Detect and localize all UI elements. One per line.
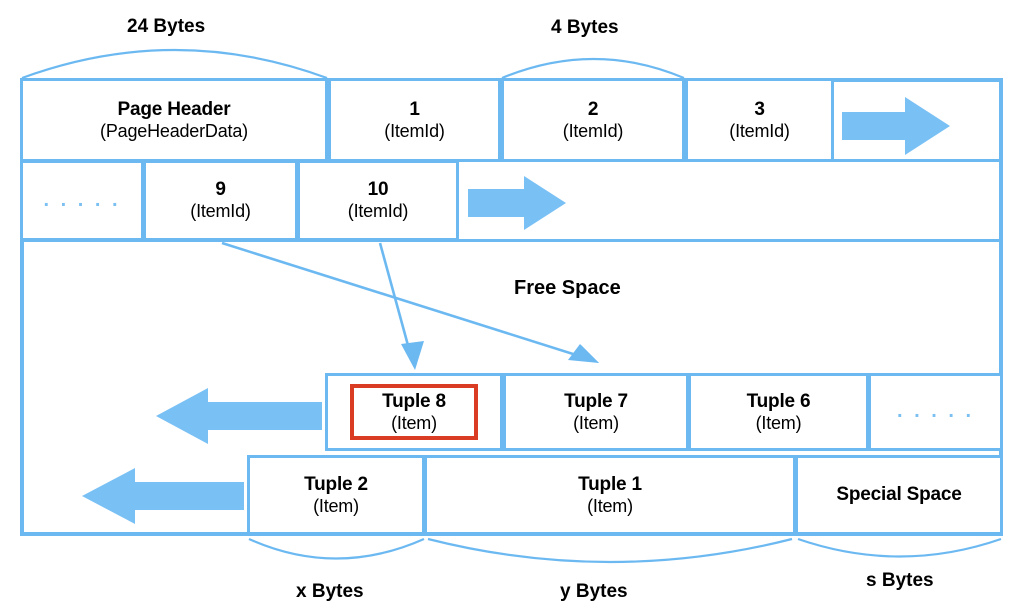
brace-s-bytes [797, 537, 1002, 558]
label-y-bytes: y Bytes [560, 581, 628, 602]
tuple-1-title: Tuple 1 [578, 473, 642, 495]
cell-tuple-7[interactable]: Tuple 7 (Item) [503, 373, 689, 451]
itemid-2-title: 2 [587, 98, 599, 120]
itemid-3-subtitle: (ItemId) [729, 120, 790, 141]
tuple-7-subtitle: (Item) [573, 412, 619, 433]
tuple-6-title: Tuple 6 [746, 390, 811, 412]
itemid-10-subtitle: (ItemId) [347, 201, 409, 222]
cell-itemid-1[interactable]: 1 (ItemId) [328, 78, 501, 162]
tuple-7-title: Tuple 7 [564, 390, 628, 412]
cell-itemid-2[interactable]: 2 (ItemId) [501, 78, 685, 162]
brace-x-bytes [248, 537, 425, 560]
brace-4-bytes [501, 57, 685, 80]
tuple-8-subtitle: (Item) [391, 412, 437, 433]
cell-tuple-1[interactable]: Tuple 1 (Item) [424, 455, 796, 535]
tuple-6-subtitle: (Item) [755, 412, 802, 433]
label-s-bytes: s Bytes [866, 570, 934, 591]
itemid-10-title: 10 [367, 179, 389, 201]
cell-itemid-10[interactable]: 10 (ItemId) [297, 160, 459, 241]
page-header-title: Page Header [117, 98, 231, 120]
itemid-9-subtitle: (ItemId) [190, 201, 251, 222]
cell-tuple-8-outer[interactable]: Tuple 8 (Item) [325, 373, 503, 451]
right-arrow-itemid-row [468, 176, 566, 230]
itemid-2-subtitle: (ItemId) [562, 120, 624, 141]
brace-y-bytes [427, 537, 793, 564]
cell-tuple-2[interactable]: Tuple 2 (Item) [247, 455, 425, 535]
right-arrow-header-row [842, 97, 950, 155]
pointer-itemid10-to-tuple8 [378, 242, 424, 370]
tuple-8-title: Tuple 8 [382, 390, 446, 412]
brace-24-bytes [21, 48, 328, 80]
cell-itemid-ellipsis: . . . . . [20, 160, 144, 241]
itemid-9-title: 9 [215, 179, 226, 201]
label-4-bytes: 4 Bytes [551, 17, 619, 38]
left-arrow-tuple-row-upper [156, 388, 322, 444]
cell-special-space[interactable]: Special Space [795, 455, 1003, 535]
itemid-1-subtitle: (ItemId) [384, 120, 445, 141]
label-24-bytes: 24 Bytes [127, 16, 206, 37]
cell-tuple-6[interactable]: Tuple 6 (Item) [688, 373, 869, 451]
ellipsis-tuple: . . . . . [896, 400, 974, 423]
itemid-3-title: 3 [754, 98, 765, 120]
tuple-1-subtitle: (Item) [587, 495, 633, 516]
cell-tuple-8-highlight[interactable]: Tuple 8 (Item) [350, 384, 478, 440]
cell-itemid-3[interactable]: 3 (ItemId) [685, 78, 834, 162]
cell-itemid-9[interactable]: 9 (ItemId) [143, 160, 298, 241]
tuple-2-subtitle: (Item) [313, 495, 359, 516]
ellipsis-itemid: . . . . . [43, 188, 121, 211]
cell-page-header[interactable]: Page Header (PageHeaderData) [20, 78, 328, 162]
label-x-bytes: x Bytes [296, 581, 364, 602]
divider-itemid-row [20, 239, 1003, 242]
free-space-label: Free Space [514, 277, 621, 299]
special-space-title: Special Space [836, 483, 962, 505]
itemid-1-title: 1 [409, 98, 420, 120]
page-header-subtitle: (PageHeaderData) [100, 120, 248, 141]
pointer-itemid9-to-tuple7 [221, 241, 599, 363]
tuple-2-title: Tuple 2 [304, 473, 368, 495]
cell-tuple-ellipsis: . . . . . [868, 373, 1003, 451]
left-arrow-tuple-row-lower [82, 468, 244, 524]
